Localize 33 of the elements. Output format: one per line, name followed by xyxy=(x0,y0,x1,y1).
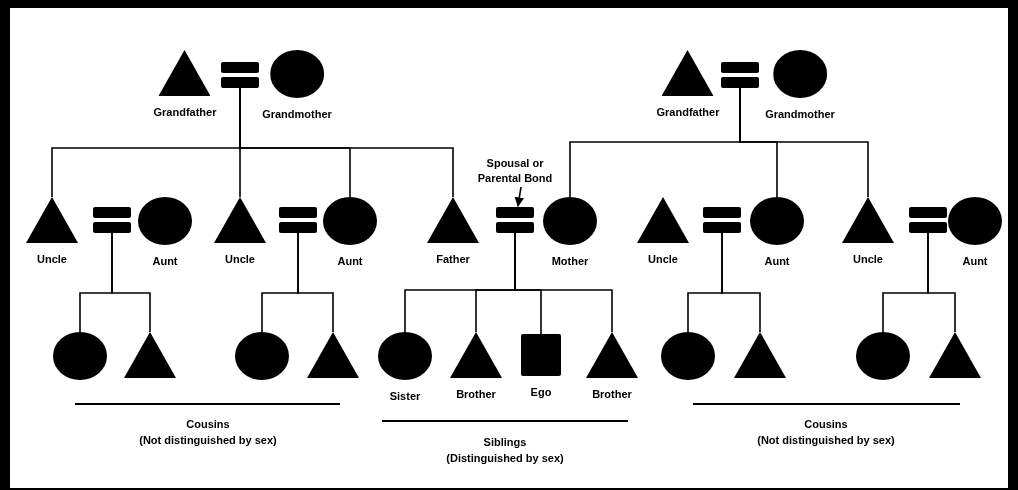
kin-label: Aunt xyxy=(764,255,790,268)
group-caption: (Distinguished by sex) xyxy=(446,452,564,464)
kin-label: Grandmother xyxy=(765,108,835,121)
kin-label: Aunt xyxy=(962,255,988,268)
kin-label: Uncle xyxy=(37,253,67,266)
kin-label: Uncle xyxy=(648,253,678,266)
descent-line xyxy=(111,232,151,333)
kin-label: Grandfather xyxy=(153,106,217,119)
kin-label: Brother xyxy=(592,388,632,401)
group-caption: Cousins xyxy=(186,418,230,430)
kin-label: Father xyxy=(436,253,470,266)
kin-label: Ego xyxy=(530,386,552,399)
annotation-label: Spousal or Parental Bond xyxy=(470,156,560,186)
kin-label: Uncle xyxy=(853,253,883,266)
kin-label: Aunt xyxy=(152,255,178,268)
kin-label: Grandmother xyxy=(262,108,332,121)
descent-line xyxy=(514,232,613,333)
kin-label: Mother xyxy=(551,255,589,268)
kin-label: Aunt xyxy=(337,255,363,268)
group-caption: Siblings xyxy=(483,436,527,448)
group-caption: (Not distinguished by sex) xyxy=(139,434,277,446)
kin-label: Sister xyxy=(389,390,421,403)
descent-line xyxy=(927,232,956,333)
group-caption: (Not distinguished by sex) xyxy=(757,434,895,446)
kin-label: Grandfather xyxy=(656,106,720,119)
kin-label: Brother xyxy=(456,388,496,401)
descent-line xyxy=(739,87,869,198)
leader-arrow xyxy=(514,186,525,207)
descent-line xyxy=(721,232,761,333)
descent-line xyxy=(297,232,334,333)
kin-label: Uncle xyxy=(225,253,255,266)
group-caption: Cousins xyxy=(804,418,848,430)
descent-line xyxy=(239,87,454,198)
